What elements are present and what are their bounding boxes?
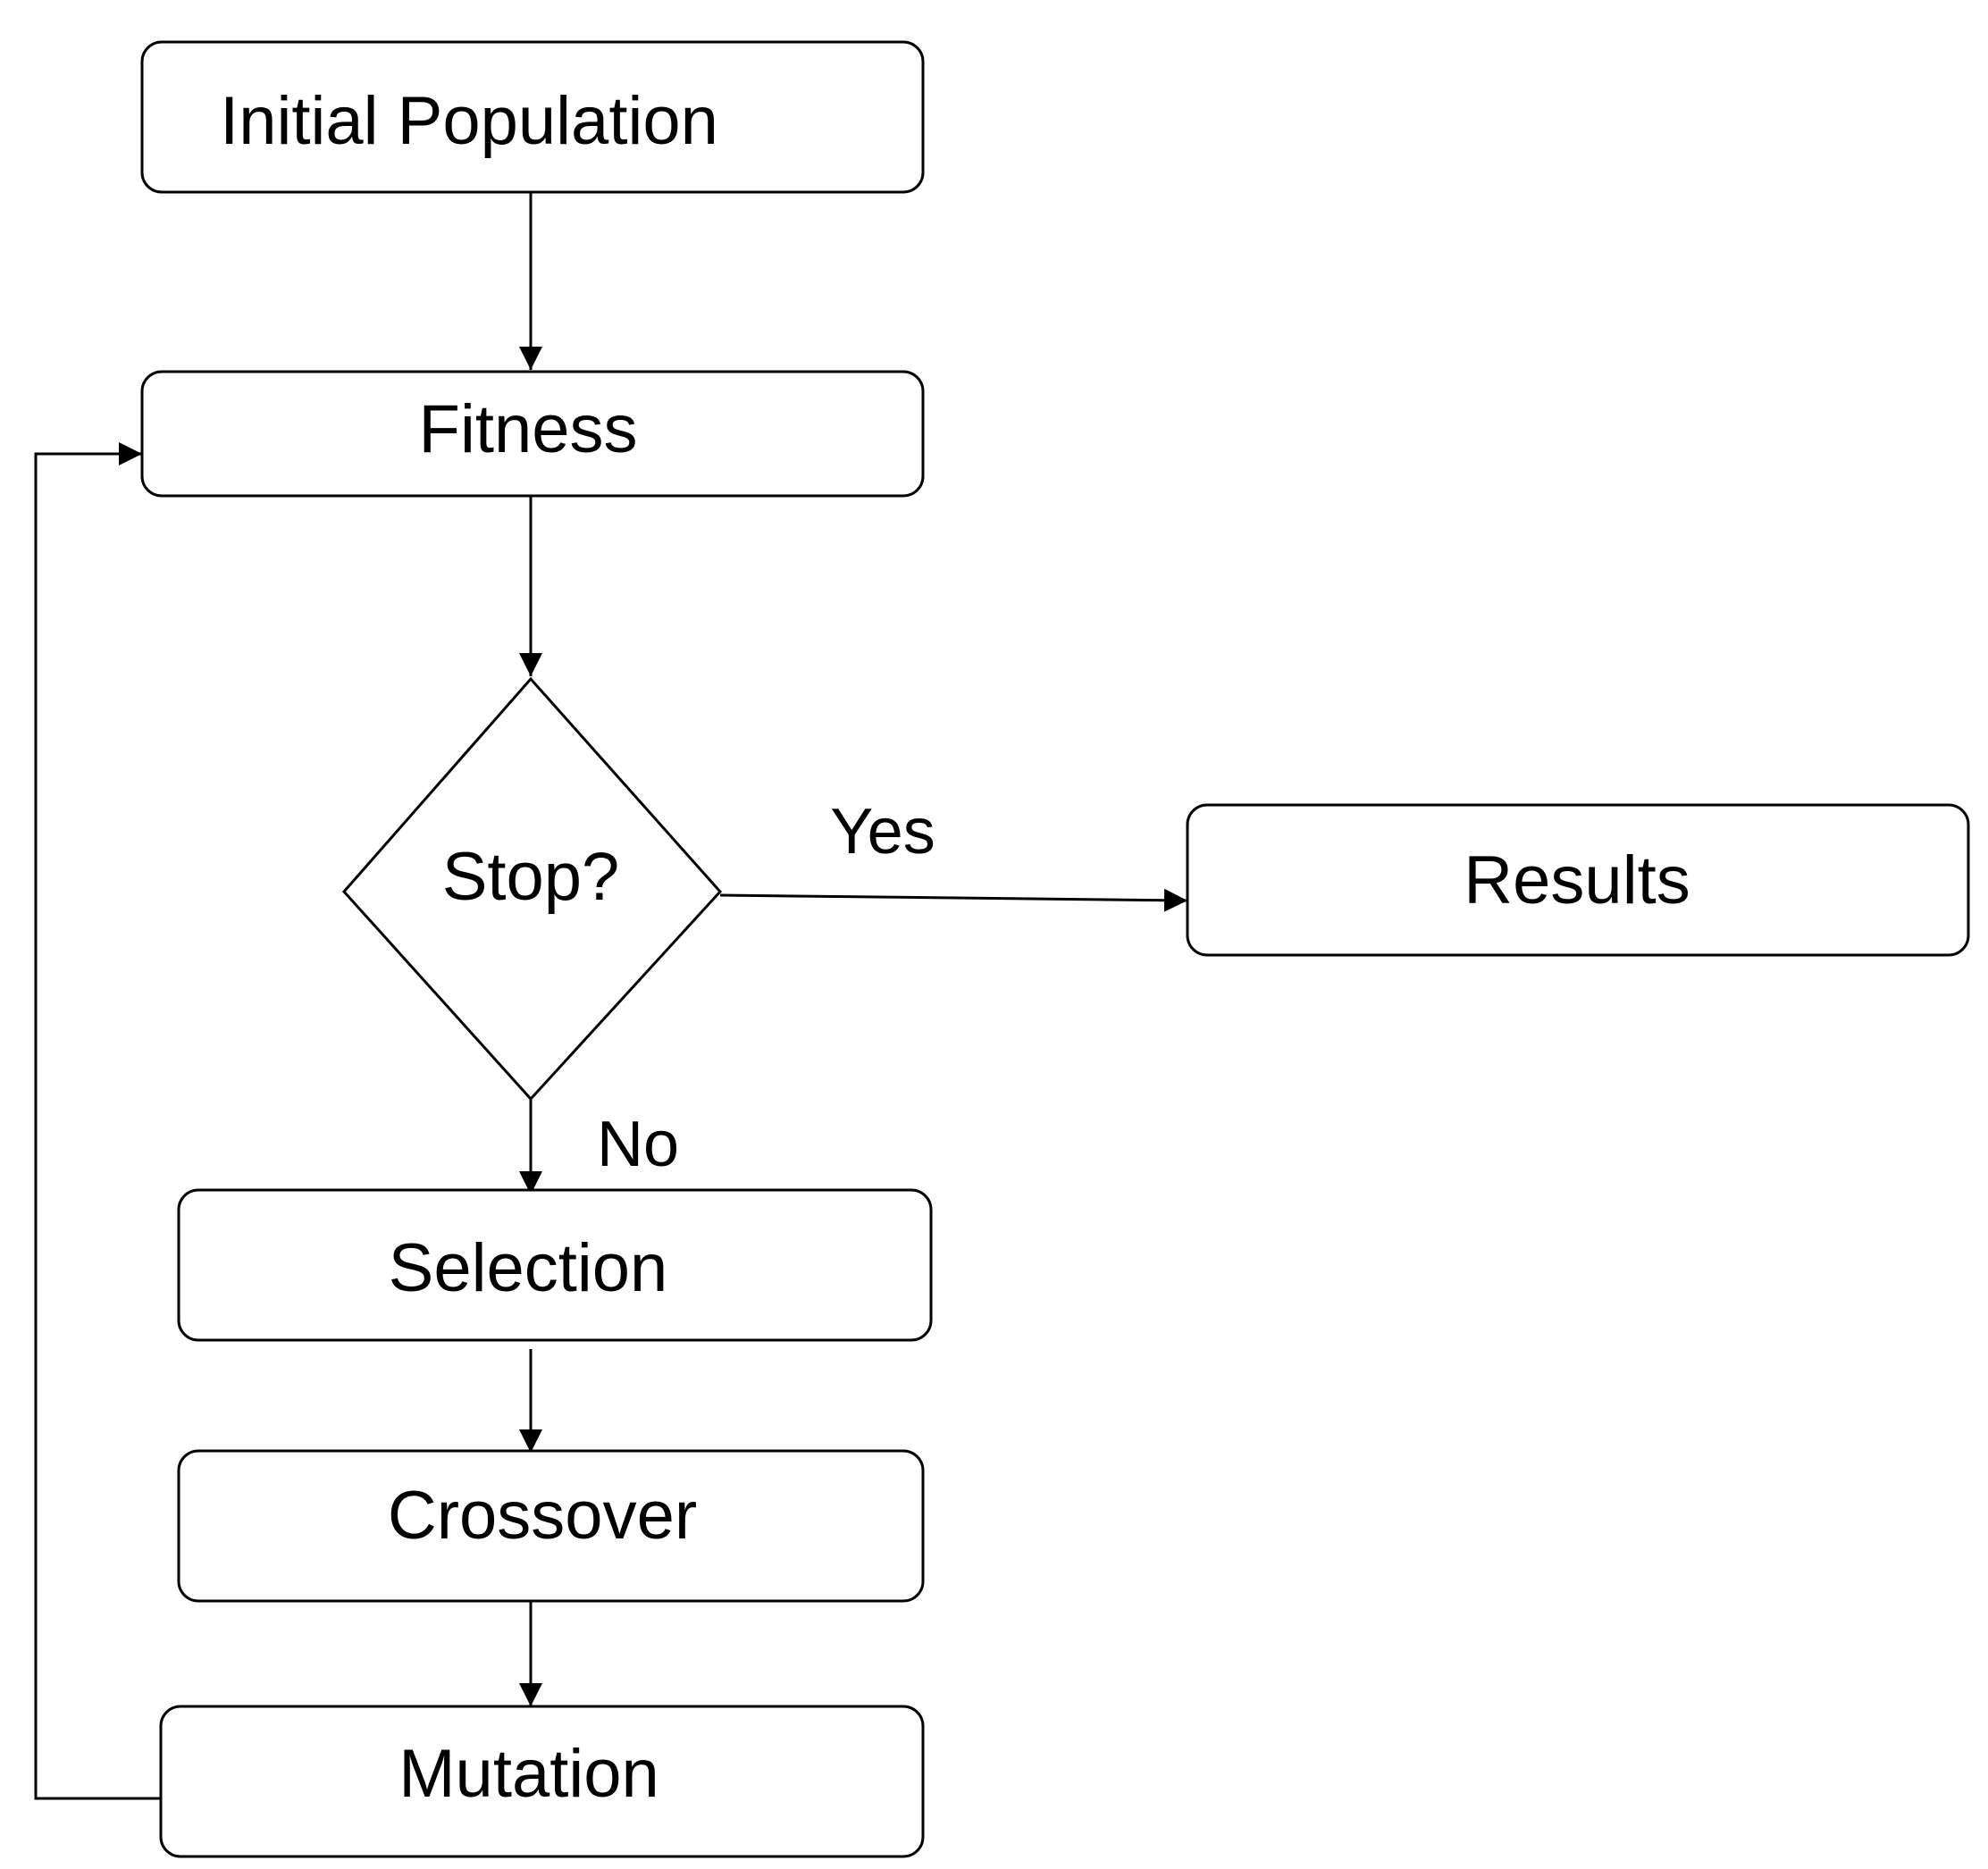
node-crossover: Crossover	[177, 1449, 925, 1603]
edge-label-no: No	[597, 1109, 679, 1180]
node-fitness: Fitness	[140, 370, 925, 498]
node-stop-decision: Stop?	[341, 676, 723, 1102]
edge-label-yes: Yes	[830, 796, 935, 867]
node-results-label: Results	[1464, 842, 1690, 918]
node-selection-label: Selection	[389, 1230, 668, 1306]
node-selection: Selection	[177, 1188, 933, 1342]
edges	[34, 193, 1188, 1800]
node-crossover-label: Crossover	[388, 1478, 697, 1554]
node-initial-population: Initial Population	[140, 40, 925, 194]
edge-mutation-to-fitness	[34, 442, 161, 1800]
node-results: Results	[1186, 803, 1970, 957]
node-initial-population-label: Initial Population	[220, 83, 718, 159]
node-stop-label: Stop?	[442, 839, 620, 915]
node-mutation: Mutation	[159, 1705, 925, 1858]
edge-stop-to-results	[719, 888, 1188, 912]
node-mutation-label: Mutation	[398, 1736, 659, 1812]
node-fitness-label: Fitness	[419, 391, 638, 467]
